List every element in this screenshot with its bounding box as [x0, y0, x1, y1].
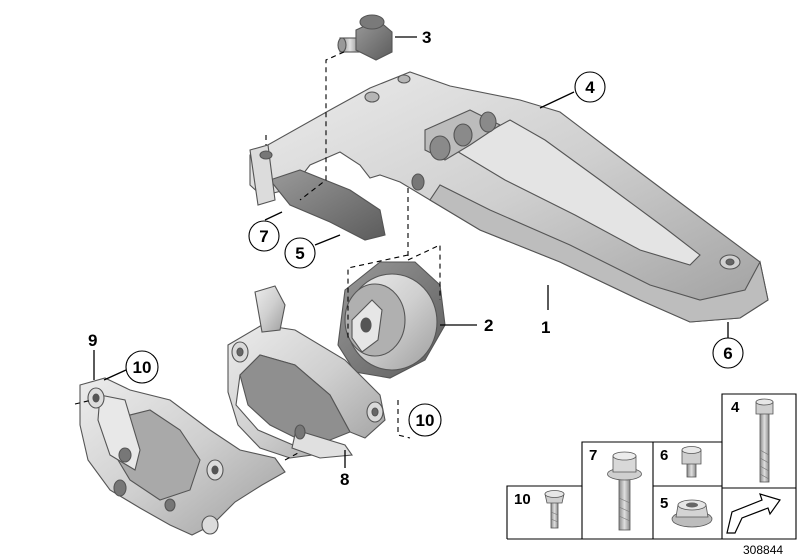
clamp-bracket: [227, 285, 386, 459]
callout-1: 1: [541, 318, 550, 337]
engine-mount-bracket: [79, 377, 286, 536]
hardware-cell-10: 10: [514, 490, 565, 529]
svg-text:2: 2: [484, 316, 493, 335]
svg-text:6: 6: [660, 447, 668, 464]
svg-text:4: 4: [731, 399, 740, 416]
svg-text:7: 7: [259, 227, 268, 246]
svg-text:8: 8: [340, 470, 349, 489]
callout-8: 8: [340, 470, 349, 489]
svg-text:9: 9: [88, 331, 97, 350]
assembly-lines: [74, 51, 441, 461]
direction-arrow-icon: [726, 493, 781, 534]
small-screw-icon: [544, 490, 565, 529]
svg-text:5: 5: [295, 244, 304, 263]
flange-nut-icon: [671, 499, 713, 528]
callout-6: 6: [712, 337, 744, 369]
svg-text:5: 5: [660, 495, 668, 512]
callout-2: 2: [484, 316, 493, 335]
callout-3: 3: [422, 28, 431, 47]
callout-5: 5: [284, 237, 316, 269]
svg-text:10: 10: [514, 491, 531, 508]
callout-10b: 10: [408, 403, 442, 437]
short-bolt-icon: [681, 446, 702, 478]
hardware-cell-7: 7: [589, 447, 642, 531]
flange-bolt-icon: [607, 451, 642, 531]
svg-text:1: 1: [541, 318, 550, 337]
callout-4: 4: [574, 71, 606, 103]
engine-support-bracket: [249, 71, 769, 323]
reference-number: 308844: [743, 543, 783, 557]
hardware-cell-6: 6: [660, 446, 702, 478]
long-bolt-icon: [755, 398, 774, 483]
svg-text:6: 6: [723, 344, 732, 363]
hardware-cell-5: 5: [660, 495, 713, 528]
rubber-stop: [337, 14, 393, 61]
callout-9: 9: [88, 331, 97, 350]
leader-lines: [93, 36, 729, 468]
svg-text:7: 7: [589, 447, 597, 464]
svg-text:10: 10: [416, 411, 435, 430]
rubber-mount: [337, 261, 446, 379]
svg-text:3: 3: [422, 28, 431, 47]
svg-text:10: 10: [133, 358, 152, 377]
svg-text:4: 4: [585, 78, 595, 97]
hardware-table: 4 7: [506, 393, 797, 540]
callout-10a: 10: [125, 350, 159, 384]
callout-7: 7: [248, 220, 280, 252]
hardware-cell-4: 4: [731, 398, 774, 483]
